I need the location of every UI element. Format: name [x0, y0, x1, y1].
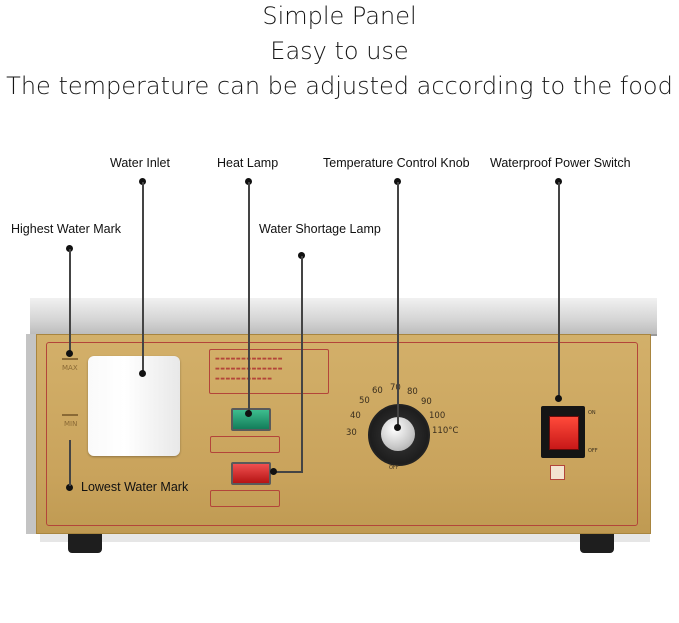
heat-lamp-label-box [210, 436, 280, 453]
callout-heat-lamp: Heat Lamp [217, 156, 279, 170]
callout-water-inlet: Water Inlet [110, 156, 170, 170]
floor-shadow [40, 532, 650, 542]
panel-red-frame [46, 342, 638, 526]
dial-tick-label: 30 [346, 428, 357, 438]
max-mark-tick [62, 358, 78, 360]
leader-line [558, 182, 560, 398]
callout-dot [298, 252, 305, 259]
min-mark-label: MIN [64, 420, 78, 428]
leader-line [301, 256, 303, 472]
instruction-text-line: ▬▬▬▬▬▬▬▬▬▬▬ [215, 376, 273, 382]
dial-tick-label: 100 [429, 411, 446, 421]
waterproof-power-switch[interactable] [549, 416, 579, 450]
dial-tick-label: 110°C [432, 426, 459, 436]
callout-dot [555, 178, 562, 185]
dial-tick-label: 50 [359, 396, 370, 406]
heading-temperature-adjust: The temperature can be adjusted accordin… [6, 72, 673, 100]
max-mark-label: MAX [62, 364, 78, 372]
instruction-label-box [209, 349, 329, 394]
left-foot [68, 534, 102, 553]
callout-shortage-lamp: Water Shortage Lamp [259, 222, 381, 236]
callout-dot [394, 424, 401, 431]
water-shortage-lamp [231, 462, 271, 485]
leader-line [69, 249, 71, 353]
dial-tick-label: 80 [407, 387, 418, 397]
leader-line [397, 182, 399, 427]
dial-tick-label: 60 [372, 386, 383, 396]
shortage-lamp-label-box [210, 490, 280, 507]
callout-dot [245, 410, 252, 417]
leader-line [69, 440, 71, 486]
heading-easy-to-use: Easy to use [270, 37, 409, 65]
callout-highest-mark: Highest Water Mark [11, 222, 121, 236]
callout-power-switch: Waterproof Power Switch [490, 156, 631, 170]
callout-lowest-mark: Lowest Water Mark [81, 480, 189, 494]
leader-line [248, 182, 250, 412]
switch-on-label: ON [588, 410, 596, 416]
water-inlet-cover[interactable] [88, 356, 180, 456]
right-foot [580, 534, 614, 553]
heat-lamp [231, 408, 271, 431]
min-mark-tick [62, 414, 78, 416]
leader-line [142, 182, 144, 372]
callout-dot [139, 370, 146, 377]
callout-dot [139, 178, 146, 185]
callout-dot [270, 468, 277, 475]
callout-dot [555, 395, 562, 402]
leader-line [272, 471, 303, 473]
callout-dot [394, 178, 401, 185]
callout-dot [66, 245, 73, 252]
dial-tick-label: 40 [350, 411, 361, 421]
switch-off-label: OFF [588, 448, 598, 454]
heading-simple-panel: Simple Panel [262, 2, 417, 30]
callout-dot [66, 350, 73, 357]
callout-dot [66, 484, 73, 491]
dial-tick-label: 90 [421, 397, 432, 407]
dial-off-label: OFF [389, 465, 399, 471]
stainless-top-plate [30, 298, 657, 336]
dial-tick-label: 70 [390, 383, 401, 393]
side-panel [26, 334, 38, 534]
callout-temperature-knob: Temperature Control Knob [323, 156, 470, 170]
power-icon [550, 465, 565, 480]
callout-dot [245, 178, 252, 185]
